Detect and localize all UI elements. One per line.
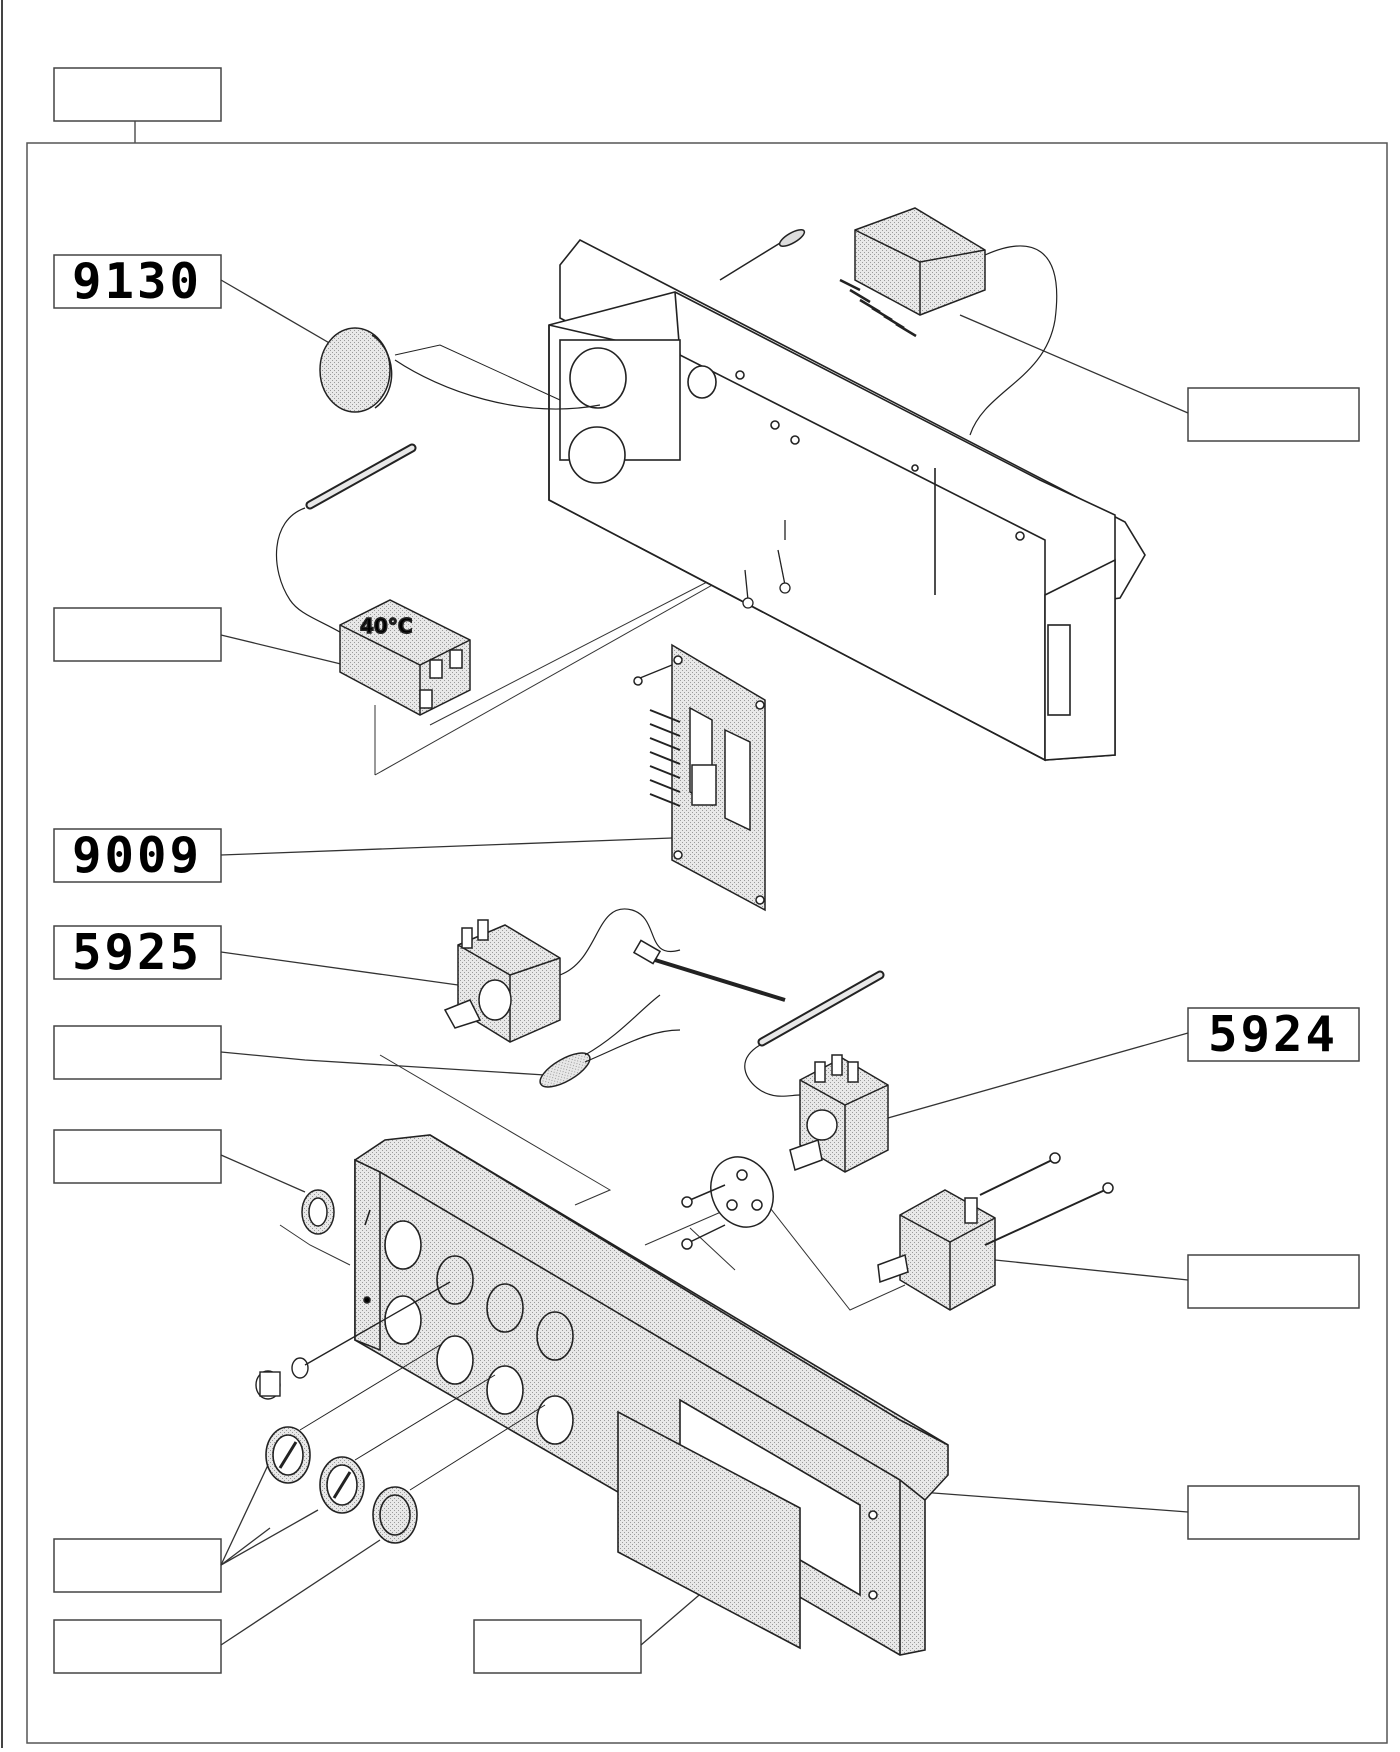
callout-plate — [473, 1619, 642, 1674]
knob-2 — [319, 1456, 365, 1514]
push-button — [255, 1281, 451, 1400]
callout-switch-right — [1187, 1254, 1360, 1309]
sealing-ring — [301, 1189, 335, 1235]
callout-5924-label: 5924 — [1208, 1006, 1338, 1063]
control-housing — [548, 238, 1146, 762]
callout-5925-label: 5925 — [72, 924, 202, 981]
front-control-panel — [354, 1134, 949, 1656]
regulating-thermostat — [744, 970, 889, 1173]
cover-plate — [617, 1410, 801, 1650]
knob-3 — [372, 1486, 418, 1544]
callout-top-left — [53, 67, 222, 122]
signal-lamp — [539, 994, 681, 1088]
callout-lamp — [53, 1025, 222, 1080]
callout-5924: 5924 — [1187, 1006, 1360, 1063]
housing-screws — [742, 520, 791, 609]
callout-ring — [53, 1129, 222, 1184]
callout-9009: 9009 — [53, 827, 222, 884]
round-thermostat — [275, 327, 601, 636]
sensor-pin — [719, 229, 806, 281]
thermostat-40c: 40°C — [339, 599, 471, 716]
callout-thermostat-40 — [53, 607, 222, 662]
leader-lines — [220, 279, 1189, 1646]
knob-1 — [265, 1426, 311, 1484]
selector-switch — [877, 1152, 1114, 1311]
assembly-frame — [26, 142, 1388, 1744]
callout-relay-right — [1187, 387, 1360, 442]
relay-connector — [839, 207, 1058, 436]
mounting-disc — [681, 1156, 774, 1250]
control-knobs — [265, 1344, 546, 1544]
capillary-thermostat — [443, 908, 786, 1043]
assembly-guides — [279, 547, 906, 1311]
callout-knob-single — [53, 1619, 222, 1674]
callout-9009-label: 9009 — [72, 827, 202, 884]
callout-5925: 5925 — [53, 924, 222, 981]
callout-panel-right — [1187, 1485, 1360, 1540]
callout-knobs — [53, 1538, 222, 1593]
callout-9130-label: 9130 — [72, 253, 202, 310]
callout-9130: 9130 — [53, 253, 222, 310]
circuit-board — [633, 643, 766, 912]
thermostat-rating-text: 40°C — [360, 614, 413, 638]
